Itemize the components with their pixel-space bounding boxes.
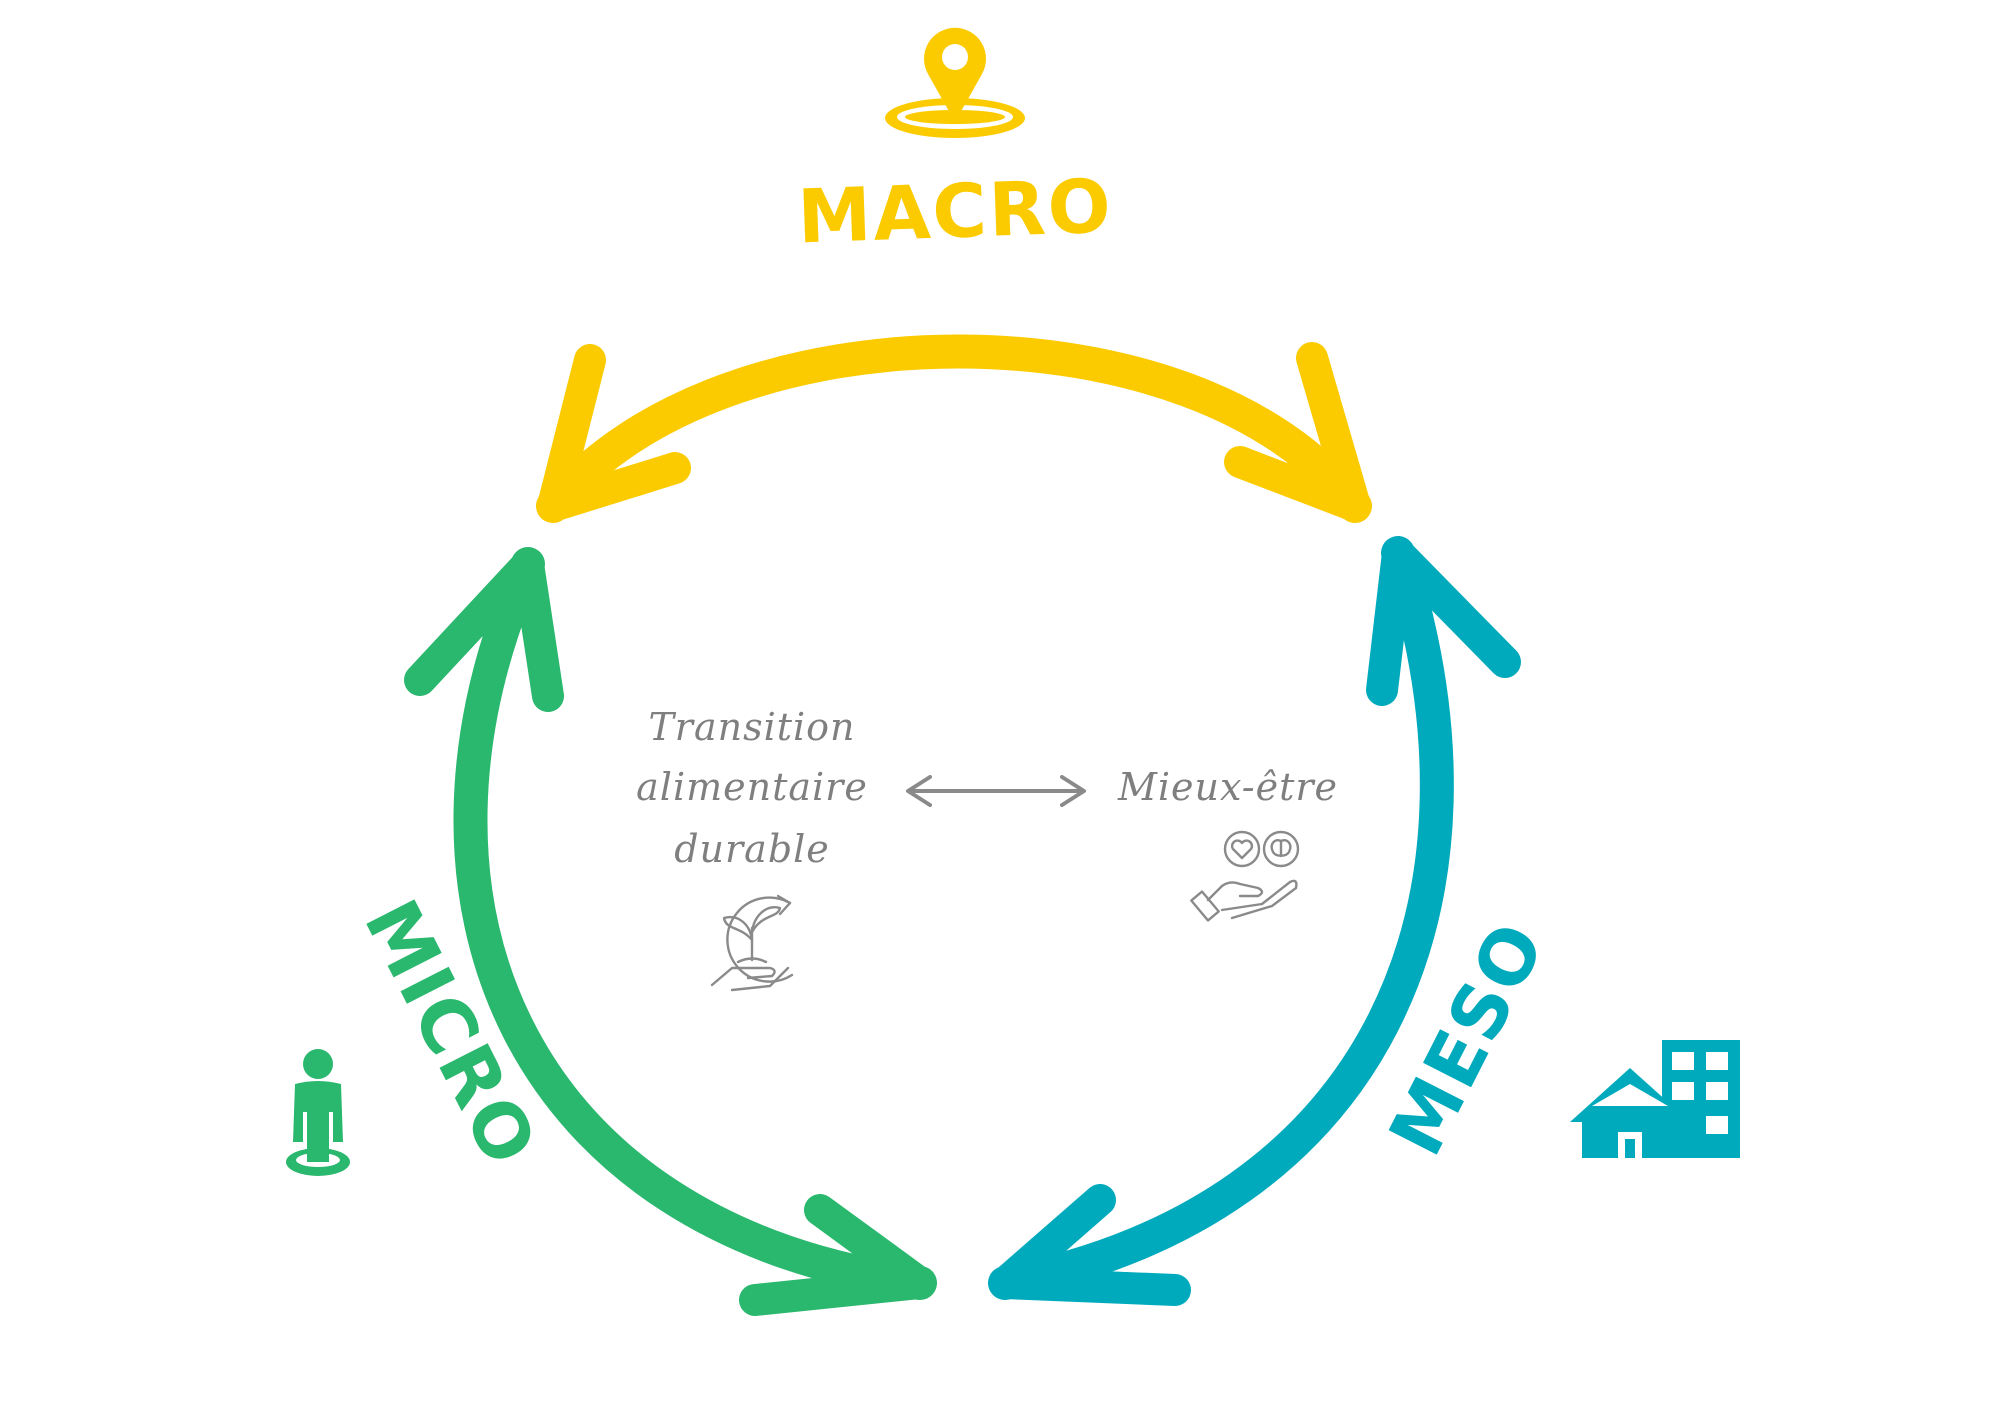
transition-line-1: Transition: [648, 705, 855, 749]
hand-heart-brain-icon: [1190, 830, 1300, 922]
meso-double-arrow: [988, 536, 1521, 1306]
transition-line-2: alimentaire: [636, 765, 868, 809]
macro-label: MACRO: [796, 164, 1114, 261]
person-standing-icon: [286, 1049, 350, 1176]
macro-section: MACRO: [536, 27, 1372, 523]
location-pin-icon: [885, 27, 1025, 138]
mieux-etre-label: Mieux-être: [1117, 765, 1338, 809]
macro-double-arrow: [536, 334, 1372, 523]
center-content: Transition alimentaire durable Mieux-êtr…: [636, 705, 1338, 992]
micro-double-arrow: [404, 547, 937, 1316]
transition-line-3: durable: [674, 827, 830, 871]
meso-section: MESO: [988, 536, 1740, 1306]
double-arrow-icon: [906, 775, 1086, 807]
plant-in-hand-icon: [710, 894, 794, 992]
house-building-icon: [1570, 1040, 1740, 1158]
micro-section: MICRO: [286, 547, 937, 1316]
